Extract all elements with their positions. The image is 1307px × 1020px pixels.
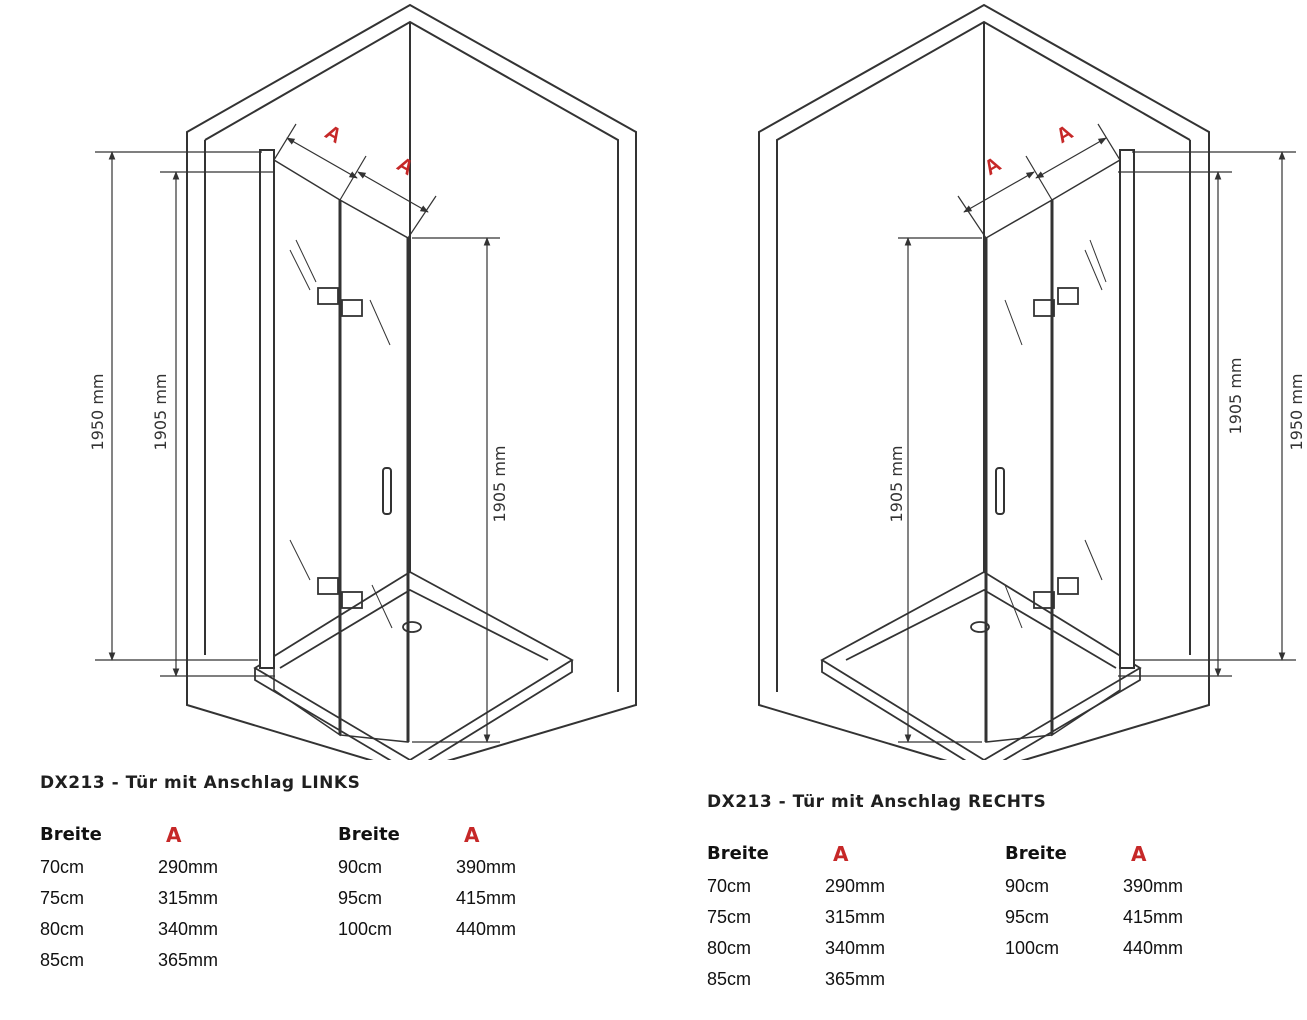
- left-dim-1905-door: 1905 mm: [490, 446, 509, 523]
- table-cell: 85cm: [40, 950, 85, 970]
- left-caption: DX213 - Tür mit Anschlag LINKS: [40, 773, 361, 793]
- table-cell: 75cm: [40, 888, 85, 908]
- table-cell: 340mm: [158, 919, 219, 939]
- left-drawing: 1950 mm 1905 mm 1905 mm A A: [88, 3, 637, 760]
- left-t2-header-breite: Breite: [338, 824, 400, 845]
- table-cell: 365mm: [158, 950, 219, 970]
- left-t1-header-a: A: [166, 823, 182, 847]
- right-glass-panels: [984, 149, 1135, 743]
- right-t1-header-breite: Breite: [707, 843, 769, 864]
- table-cell: 100cm: [1005, 938, 1060, 958]
- table-cell: 365mm: [825, 969, 886, 989]
- right-drawing: 1950 mm 1905 mm 1905 mm A A: [758, 3, 1306, 760]
- table-cell: 70cm: [707, 876, 752, 896]
- shower-drawings: 1950 mm 1905 mm 1905 mm A A: [88, 3, 1306, 760]
- table-cell: 80cm: [707, 938, 752, 958]
- right-t2-header-breite: Breite: [1005, 843, 1067, 864]
- right-dim-1905-door: 1905 mm: [887, 446, 906, 523]
- table-cell: 290mm: [825, 876, 886, 896]
- left-dim-1905-inner: 1905 mm: [151, 374, 170, 451]
- table-cell: 80cm: [40, 919, 85, 939]
- table-cell: 315mm: [158, 888, 219, 908]
- right-tray: [820, 570, 1142, 760]
- left-dim-1950: 1950 mm: [88, 374, 107, 451]
- right-dim-1905-inner: 1905 mm: [1226, 358, 1245, 435]
- table-cell: 440mm: [456, 919, 517, 939]
- table-cell: 340mm: [825, 938, 886, 958]
- left-wall: [186, 3, 637, 760]
- right-t1-header-a: A: [833, 842, 849, 866]
- table-cell: 315mm: [825, 907, 886, 927]
- table-cell: 75cm: [707, 907, 752, 927]
- table-cell: 90cm: [1005, 876, 1050, 896]
- table-cell: 390mm: [456, 857, 517, 877]
- table-cell: 70cm: [40, 857, 85, 877]
- left-t2-header-a: A: [464, 823, 480, 847]
- right-dim-1950: 1950 mm: [1287, 374, 1306, 451]
- table-cell: 100cm: [338, 919, 393, 939]
- right-wall: [758, 3, 1210, 760]
- table-cell: 85cm: [707, 969, 752, 989]
- table-cell: 90cm: [338, 857, 383, 877]
- table-cell: 440mm: [1123, 938, 1184, 958]
- left-tray: [253, 570, 574, 760]
- right-dimension-lines: [898, 123, 1296, 743]
- left-t1-header-breite: Breite: [40, 824, 102, 845]
- table-cell: 415mm: [456, 888, 517, 908]
- right-t2-header-a: A: [1131, 842, 1147, 866]
- left-glass-panels: [259, 149, 410, 743]
- table-cell: 95cm: [1005, 907, 1050, 927]
- table-cell: 290mm: [158, 857, 219, 877]
- table-cell: 390mm: [1123, 876, 1184, 896]
- left-dimension-lines: [95, 123, 500, 743]
- right-caption: DX213 - Tür mit Anschlag RECHTS: [707, 792, 1047, 812]
- table-cell: 95cm: [338, 888, 383, 908]
- table-cell: 415mm: [1123, 907, 1184, 927]
